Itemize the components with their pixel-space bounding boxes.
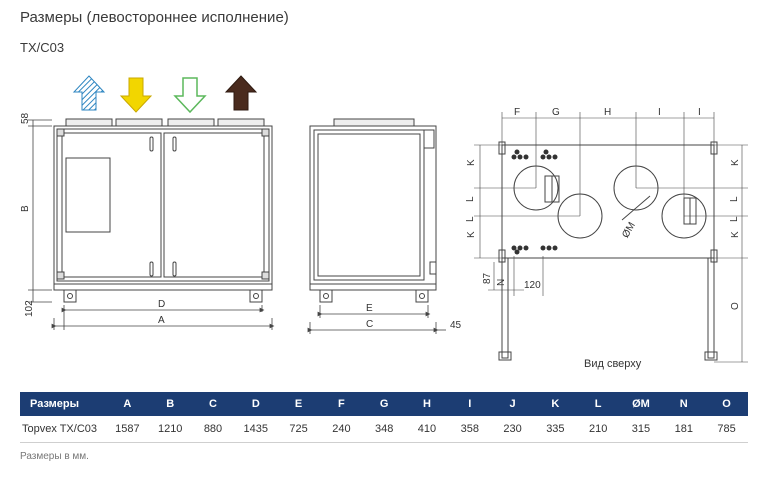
table-cell: 1435 [234,416,278,443]
model-name: TX/C03 [20,40,65,55]
dim-120-label: 120 [524,280,541,291]
table-cell: 725 [277,416,320,443]
table-cell: 240 [319,416,363,443]
table-header-cell: Размеры [20,392,106,416]
side-view [309,118,437,303]
dim-n-label: N [496,279,507,286]
units-footnote: Размеры в мм. [20,451,89,462]
table-header-cell: H [405,392,449,416]
front-view [53,118,273,303]
table-header-cell: L [576,392,620,416]
dim-g-label: G [552,107,560,118]
dim-45-label: 45 [450,320,462,331]
dim-left-k2-label: K [466,231,477,238]
dim-a-label: A [158,315,165,326]
table-cell: 1587 [106,416,149,443]
dim-o-label: O [730,302,741,310]
dim-m-label: ØM [620,221,638,240]
table-cell: 880 [191,416,235,443]
table-header-cell: D [234,392,278,416]
dim-c-label: C [366,319,373,330]
supply-air-arrow-icon [119,77,153,113]
table-header-cell: N [662,392,706,416]
exhaust-air-arrow-icon [224,75,258,111]
dim-right-k1-label: K [730,159,741,166]
dimensions-table: Размеры A B C D E F G H I J K L ØM N O T… [20,392,748,443]
table-header-cell: E [277,392,320,416]
dim-left-l1-label: L [465,196,476,202]
front-view-dimensions [28,119,275,330]
dim-d-label: D [158,299,165,310]
dimension-drawing: 58 B 102 D A E C 45 [20,75,748,363]
table-cell: 410 [405,416,449,443]
dim-e-label: E [366,303,373,314]
extract-air-arrow-icon [173,77,207,114]
table-cell: 230 [491,416,534,443]
table-header-cell: ØM [619,392,663,416]
table-cell: 181 [662,416,706,443]
table-header-cell: B [148,392,192,416]
table-cell: 335 [533,416,577,443]
dim-102-label: 102 [24,300,35,317]
dim-right-k2-label: K [730,231,741,238]
top-view-ports [511,149,558,255]
table-header-cell: K [533,392,577,416]
table-cell: 210 [576,416,620,443]
dim-b-label: B [20,205,31,212]
outdoor-air-arrow-icon [72,75,106,111]
dim-left-l2-label: L [465,216,476,222]
side-view-dimensions [307,305,446,334]
dim-i2-label: I [698,107,701,118]
table-cell: 358 [448,416,492,443]
dim-87-label: 87 [482,272,493,284]
table-header-cell: G [362,392,406,416]
table-row-label: Topvex TX/C03 [20,416,106,443]
table-header-cell: J [491,392,534,416]
table-header-cell: O [705,392,748,416]
dim-h-label: H [604,107,611,118]
table-header-cell: C [191,392,235,416]
dim-right-l2-label: L [729,216,740,222]
dim-58-label: 58 [20,112,31,124]
table-row: Topvex TX/C03 1587 1210 880 1435 725 240… [20,416,748,443]
dim-right-l1-label: L [729,196,740,202]
table-header-cell: F [319,392,363,416]
dim-f-label: F [514,107,520,118]
table-cell: 1210 [148,416,192,443]
page-title: Размеры (левостороннее исполнение) [20,9,289,26]
top-view-caption: Вид сверху [584,358,642,370]
dim-left-k1-label: K [466,159,477,166]
table-cell: 348 [362,416,406,443]
table-cell: 315 [619,416,663,443]
table-header-cell: A [106,392,149,416]
top-view-dimensions [474,112,748,363]
dim-i1-label: I [658,107,661,118]
table-header-cell: I [448,392,492,416]
table-cell: 785 [705,416,748,443]
table-header-row: Размеры A B C D E F G H I J K L ØM N O [20,392,748,416]
